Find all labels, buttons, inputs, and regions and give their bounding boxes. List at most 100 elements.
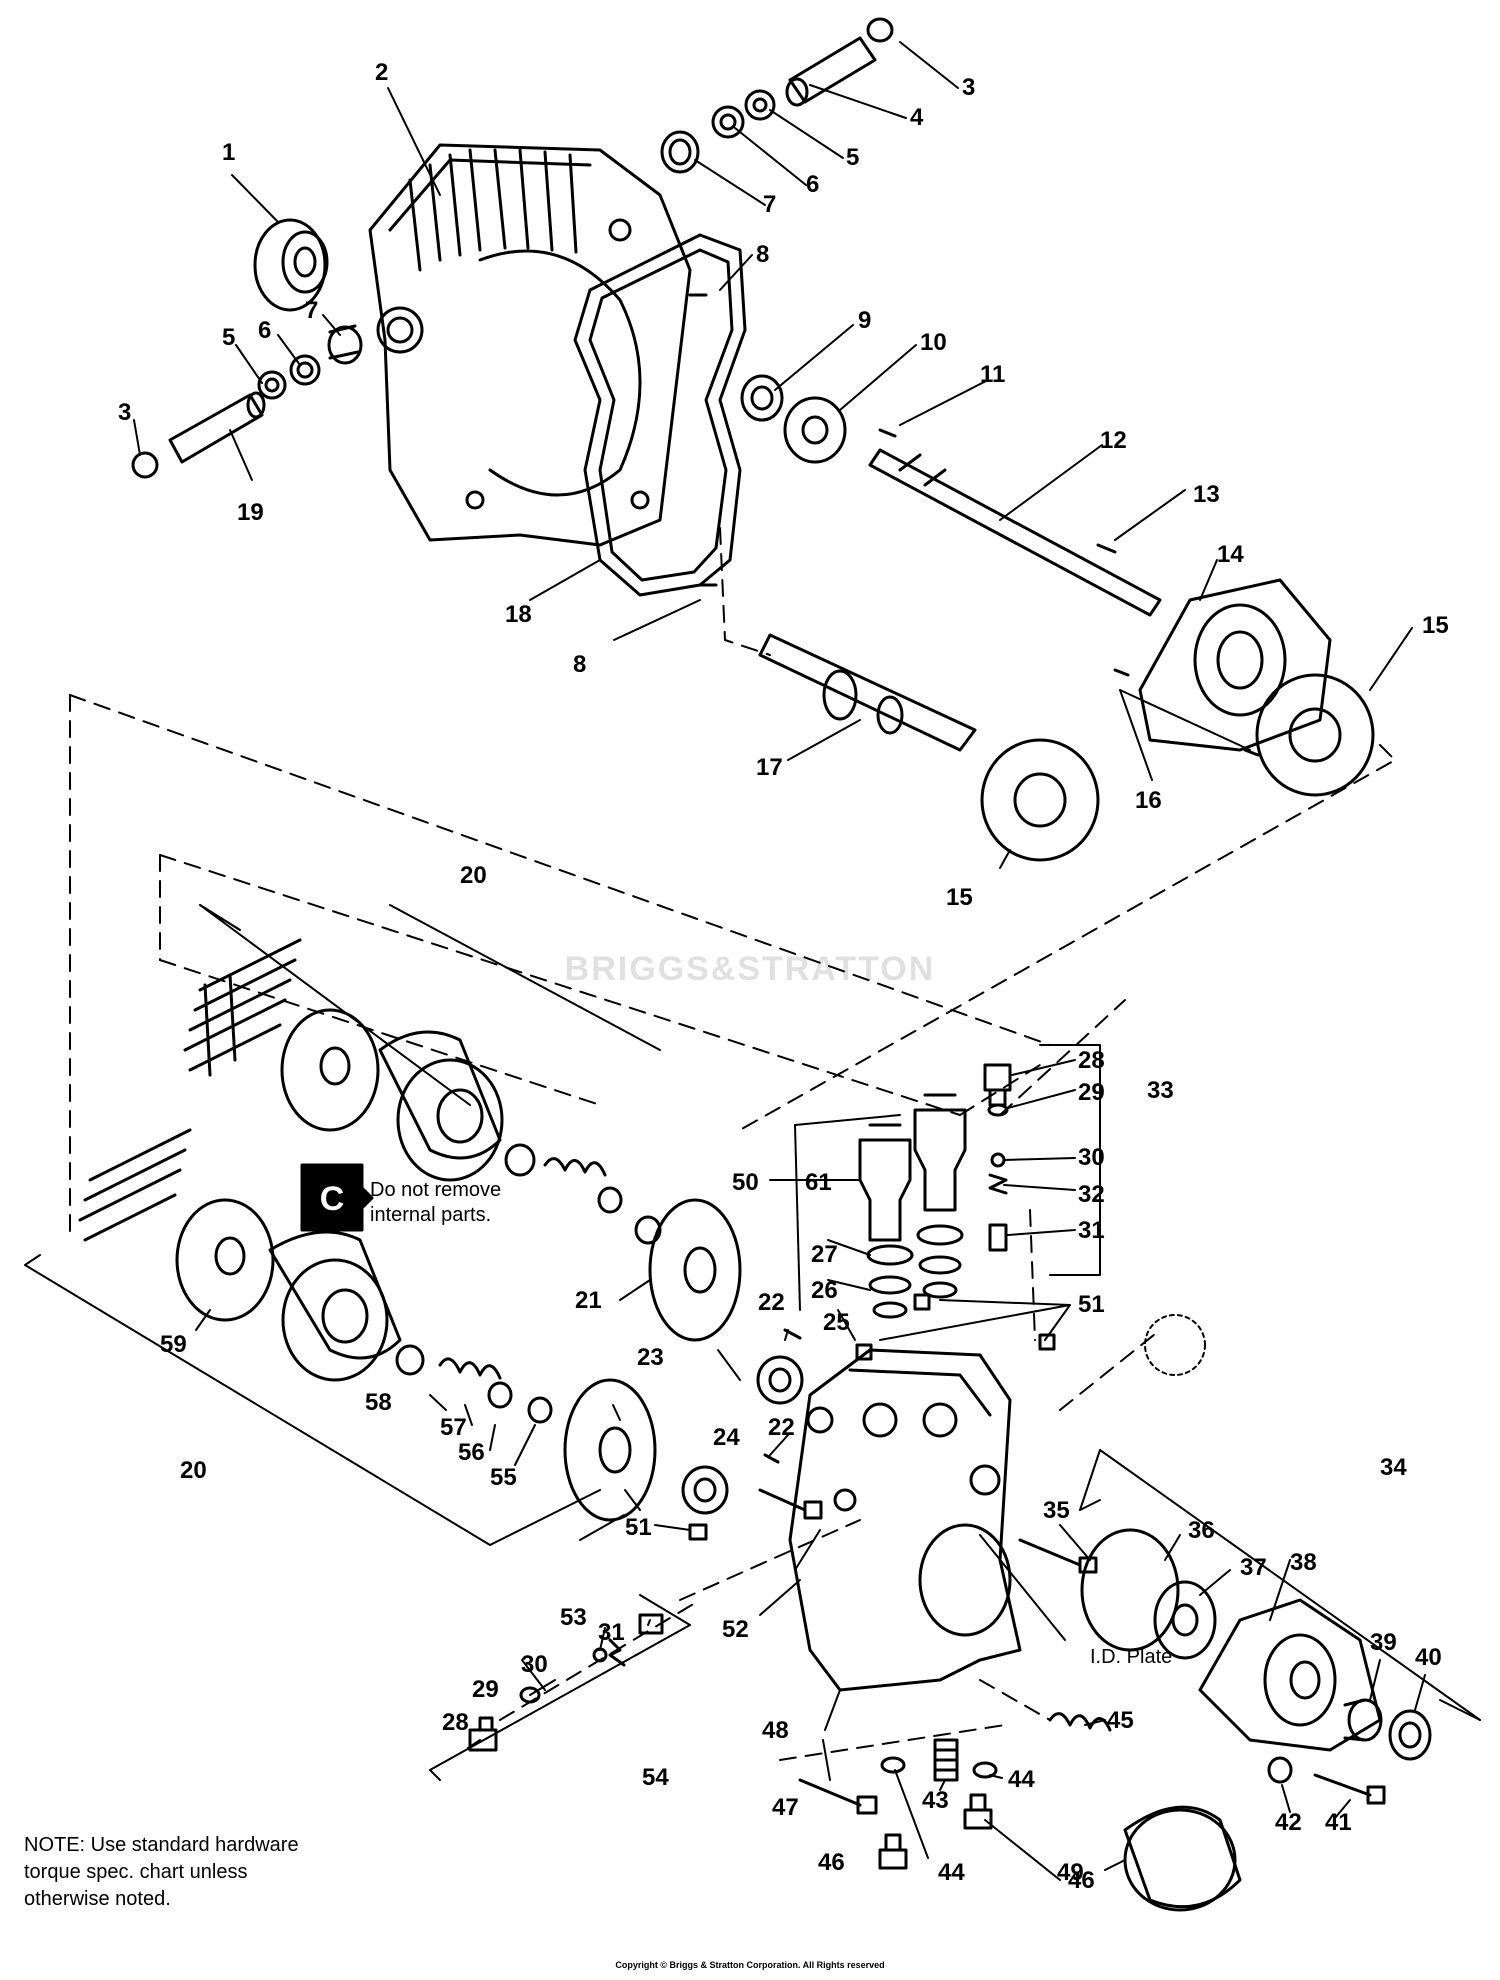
- warning-line-1: Do not remove: [370, 1179, 502, 1201]
- callout-46-right: 46: [1068, 1867, 1095, 1894]
- callout-35: 35: [1043, 1497, 1070, 1524]
- callout-17: 17: [756, 754, 783, 781]
- bolt-52: [758, 1488, 823, 1520]
- washer-5-left: [257, 370, 287, 400]
- snap-ring-3-right: [866, 17, 894, 43]
- end-plate-23: [563, 1378, 657, 1522]
- pistons-upper: [183, 938, 302, 1077]
- callout-50: 50: [732, 1169, 759, 1196]
- callout-57: 57: [440, 1414, 467, 1441]
- callout-6-right: 6: [806, 171, 819, 198]
- callout-51-left: 51: [625, 1514, 652, 1541]
- note-line-3: otherwise noted.: [24, 1888, 171, 1910]
- bolt-41: [1313, 1773, 1386, 1805]
- callout-20-top: 20: [460, 862, 487, 889]
- bypass-valve-54: [468, 1613, 664, 1752]
- callout-48: 48: [762, 1717, 789, 1744]
- valve-61: [858, 1123, 912, 1242]
- callout-36: 36: [1188, 1517, 1215, 1544]
- callout-8-top: 8: [756, 241, 769, 268]
- id-plate-label: I.D. Plate: [1090, 1646, 1173, 1668]
- swashplate-14: [1138, 578, 1332, 752]
- relief-valve-stack-33: [983, 1063, 1012, 1252]
- needle-bearing-7-right: [660, 130, 700, 174]
- callout-61: 61: [805, 1169, 832, 1196]
- callout-12: 12: [1100, 427, 1127, 454]
- callout-8-bottom: 8: [573, 651, 586, 678]
- callout-27: 27: [811, 1241, 838, 1268]
- callout-5-right: 5: [846, 144, 859, 171]
- callout-51-top: 51: [1078, 1291, 1105, 1318]
- callout-31-bottom: 31: [598, 1619, 625, 1646]
- washer-5-right: [744, 89, 776, 121]
- shaft-4: [785, 36, 877, 107]
- spring-45: [1048, 1712, 1112, 1732]
- snap-ring-3-left: [131, 451, 159, 479]
- callout-24: 24: [713, 1424, 740, 1451]
- callout-16: 16: [1135, 787, 1162, 814]
- callout-53: 53: [560, 1604, 587, 1631]
- washer-42: [1267, 1756, 1293, 1784]
- o-rings-26-27: [866, 1224, 964, 1319]
- callout-11: 11: [980, 361, 1005, 388]
- leader-lines: [133, 41, 1426, 1881]
- callout-22-bottom: 22: [768, 1414, 795, 1441]
- callout-42: 42: [1275, 1809, 1302, 1836]
- shaft-12: [868, 448, 1162, 617]
- callout-33: 33: [1147, 1077, 1174, 1104]
- needle-bearing-7-left: [327, 324, 363, 365]
- cylinder-block-lower: [268, 1230, 402, 1382]
- callout-20-bottom: 20: [180, 1457, 207, 1484]
- bushing-39: [1343, 1698, 1383, 1742]
- callout-38: 38: [1290, 1549, 1317, 1576]
- callout-47: 47: [772, 1794, 799, 1821]
- gasket: [573, 233, 747, 597]
- o-ring-36: [1080, 1528, 1180, 1652]
- callout-19: 19: [237, 499, 264, 526]
- group-brackets: [24, 904, 1481, 1781]
- callout-25: 25: [823, 1309, 850, 1336]
- callout-21: 21: [575, 1287, 602, 1314]
- gear-37: [1153, 1580, 1217, 1660]
- cap-dashed-outline: [1144, 1314, 1206, 1376]
- warning-note: Do not remove internal parts.: [370, 1178, 590, 1228]
- valve-plate-59: [175, 1198, 275, 1322]
- callout-58: 58: [365, 1389, 392, 1416]
- plug-46: [878, 1793, 993, 1870]
- callout-31-top: 31: [1078, 1217, 1105, 1244]
- input-shaft-17: [758, 633, 977, 752]
- warning-badge: [300, 1163, 364, 1232]
- callout-6-left: 6: [258, 317, 271, 344]
- washer-44: [880, 1756, 998, 1779]
- plug-51: [688, 1293, 1056, 1541]
- filter-43: [933, 1738, 959, 1782]
- thrust-washer-15-right: [1255, 673, 1375, 797]
- callout-7-left: 7: [305, 297, 318, 324]
- callout-2: 2: [375, 59, 388, 86]
- callout-29-top: 29: [1078, 1079, 1105, 1106]
- thrust-washer-15-bottom: [980, 738, 1100, 862]
- pin-16: [1113, 668, 1260, 757]
- spring-kit-lower: [395, 1344, 553, 1424]
- callout-labels: 1 2 3 3 4 5 5 6 6 7 7 8 8 9 10 11 12 13 …: [118, 59, 1449, 1894]
- callout-41: 41: [1325, 1809, 1352, 1836]
- callout-46-left: 46: [818, 1849, 845, 1876]
- callout-9: 9: [858, 307, 871, 334]
- washer-6-left: [289, 354, 321, 386]
- callout-44-right: 44: [1008, 1766, 1035, 1793]
- callout-23: 23: [637, 1344, 664, 1371]
- callout-7-right: 7: [763, 191, 776, 218]
- cover-38: [1198, 1598, 1382, 1752]
- callout-10: 10: [920, 329, 947, 356]
- brand-watermark: BRIGGS&STRATTON: [564, 950, 936, 988]
- callout-13: 13: [1193, 481, 1220, 508]
- callout-32: 32: [1078, 1181, 1105, 1208]
- bearing-10: [783, 396, 847, 464]
- callout-15-bottom: 15: [946, 884, 973, 911]
- valve-plate-upper: [280, 1008, 380, 1132]
- cylinder-block-upper: [378, 1030, 504, 1182]
- note-line-1: NOTE: Use standard hardware: [24, 1834, 299, 1856]
- pistons-lower: [78, 1128, 192, 1242]
- callout-40: 40: [1415, 1644, 1442, 1671]
